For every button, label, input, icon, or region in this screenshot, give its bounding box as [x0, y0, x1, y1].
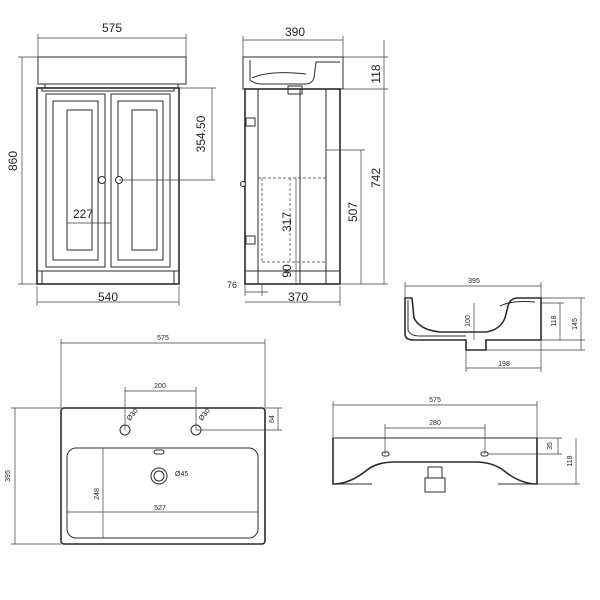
basin-front-view: 575 280 35 118 — [332, 397, 580, 493]
top-depth-label: 395 — [5, 470, 12, 482]
side-plinth-offset-label: 76 — [227, 280, 237, 290]
basin-top-outline — [60, 407, 266, 545]
front-top-width-label: 575 — [102, 21, 122, 35]
bowl-width-label: 527 — [154, 505, 166, 512]
side-shelf-height-label: 507 — [346, 202, 360, 222]
side-view: 390 118 742 507 317 90 76 370 — [227, 25, 388, 306]
front-cabinet-body — [36, 87, 180, 285]
front-basin-top — [37, 56, 187, 85]
drain-inner — [153, 470, 165, 482]
side-depth-label: 390 — [285, 25, 305, 39]
front-basin-hole-height-label: 35 — [547, 442, 554, 450]
tap-spacing-label: 200 — [154, 383, 166, 390]
front-basin-width-label: 575 — [429, 397, 441, 404]
front-handle-height-label: 354.50 — [194, 115, 208, 152]
left-door — [45, 93, 106, 268]
left-door-knob — [98, 176, 106, 184]
basin-bowl — [66, 447, 259, 539]
front-height-label: 860 — [6, 151, 20, 171]
section-inner-depth-label: 100 — [465, 315, 472, 327]
basin-front-outline — [332, 438, 538, 485]
tap-offset-label: 64 — [269, 415, 276, 423]
front-panel-width-label: 227 — [73, 207, 93, 221]
side-plinth-height-label: 90 — [280, 264, 294, 278]
section-total-height-label: 145 — [572, 318, 579, 330]
front-base-width-label: 540 — [98, 290, 118, 304]
drain-size-label: Ø45 — [175, 471, 188, 478]
front-basin-height-label: 118 — [567, 455, 574, 466]
basin-top-view: 575 200 Ø30 Ø30 64 395 248 527 Ø45 — [5, 335, 282, 545]
drain-outer — [150, 467, 168, 485]
tap-hole-right-label: Ø30 — [198, 408, 212, 423]
side-basin-height-label: 118 — [369, 64, 383, 83]
top-width-label: 575 — [157, 335, 169, 342]
side-cabinet-height-label: 742 — [369, 168, 383, 188]
front-view: 575 860 354.50 227 540 — [6, 21, 216, 306]
side-inner-height-label: 317 — [280, 212, 294, 232]
side-base-depth-label: 370 — [288, 290, 308, 304]
section-drain-offset-label: 198 — [498, 361, 510, 368]
basin-section-outline — [404, 297, 542, 351]
front-basin-hole-spacing-label: 280 — [429, 420, 441, 427]
right-door — [110, 93, 171, 268]
section-depth-label: 395 — [468, 278, 480, 285]
bowl-depth-label: 248 — [94, 488, 101, 500]
basin-section-view: 395 100 118 145 198 — [404, 278, 585, 372]
section-rim-height-label: 118 — [551, 315, 558, 326]
tap-hole-left-label: Ø30 — [126, 408, 140, 423]
side-cabinet-body — [244, 88, 341, 285]
